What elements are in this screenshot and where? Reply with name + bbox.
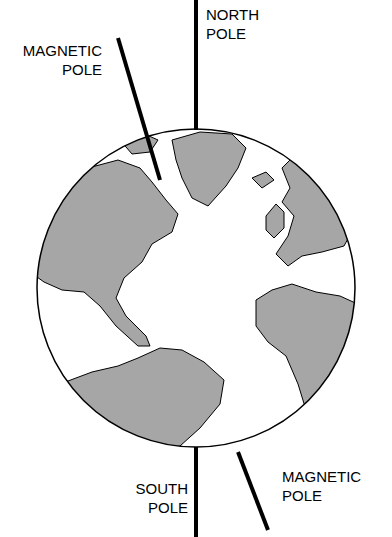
globe-outline — [37, 129, 355, 447]
north-america — [30, 160, 178, 346]
british-isles — [266, 204, 284, 238]
magnetic-pole-label: MAGNETIC POLE — [10, 42, 102, 80]
magnetic-axis — [238, 452, 268, 530]
south-pole-label: SOUTH POLE — [118, 480, 188, 518]
greenland — [172, 132, 246, 206]
geographic-axis — [194, 447, 198, 537]
iceland — [252, 172, 274, 188]
africa — [256, 284, 362, 414]
north-pole-label: NORTH POLE — [206, 6, 276, 44]
europe — [276, 152, 356, 266]
magnetic-pole-label: MAGNETIC POLE — [282, 468, 382, 506]
geographic-axis — [194, 0, 198, 130]
magnetic-axis — [118, 38, 160, 180]
